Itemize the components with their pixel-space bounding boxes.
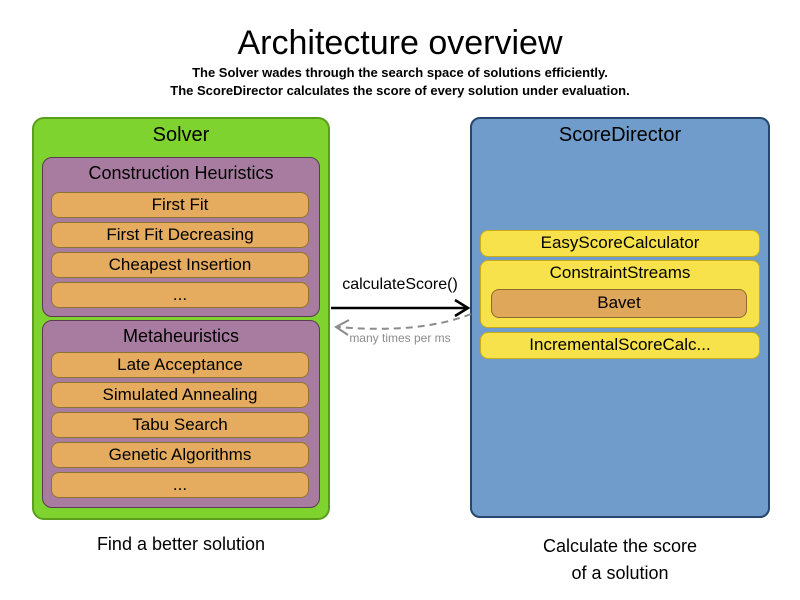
- easy-score-calculator-box: EasyScoreCalculator: [480, 230, 760, 257]
- constraint-streams-box: ConstraintStreams Bavet: [480, 260, 760, 328]
- metaheuristics-title: Metaheuristics: [122, 326, 240, 346]
- metaheuristics-group: Metaheuristics Late Acceptance Simulated…: [42, 320, 320, 508]
- score-director-caption-line1: Calculate the score: [542, 536, 698, 556]
- score-director-caption: Calculate the score of a solution: [470, 533, 770, 587]
- arrows-graphic: [331, 298, 472, 336]
- heuristic-item: First Fit: [51, 192, 309, 218]
- metaheuristic-item: Simulated Annealing: [51, 382, 309, 408]
- page-subtitle: The Solver wades through the search spac…: [0, 64, 800, 100]
- solver-title: Solver: [152, 124, 210, 146]
- bavet-box: Bavet: [491, 289, 747, 318]
- many-times-label: many times per ms: [349, 331, 451, 345]
- score-director-caption-line2: of a solution: [571, 563, 669, 583]
- heuristic-item-more: ...: [51, 282, 309, 308]
- metaheuristic-item: Tabu Search: [51, 412, 309, 438]
- heuristic-item: Cheapest Insertion: [51, 252, 309, 278]
- construction-heuristics-group: Construction Heuristics First Fit First …: [42, 157, 320, 317]
- metaheuristic-item-more: ...: [51, 472, 309, 498]
- calculate-score-arrow: [331, 298, 471, 318]
- calculate-score-label: calculateScore(): [342, 276, 458, 293]
- return-dashed-arrow: [334, 313, 472, 336]
- score-director-title: ScoreDirector: [558, 124, 682, 146]
- solver-caption: Find a better solution: [96, 534, 266, 554]
- subtitle-line-2: The ScoreDirector calculates the score o…: [170, 83, 630, 98]
- metaheuristic-item: Late Acceptance: [51, 352, 309, 378]
- heuristic-item: First Fit Decreasing: [51, 222, 309, 248]
- subtitle-line-1: The Solver wades through the search spac…: [192, 65, 608, 80]
- score-director-box: ScoreDirector EasyScoreCalculator Constr…: [470, 117, 770, 518]
- incremental-score-calculator-box: IncrementalScoreCalc...: [480, 332, 760, 359]
- solver-box: Solver Construction Heuristics First Fit…: [32, 117, 330, 520]
- metaheuristic-item: Genetic Algorithms: [51, 442, 309, 468]
- constraint-streams-title: ConstraintStreams: [549, 263, 691, 282]
- page-title: Architecture overview: [237, 24, 563, 62]
- construction-heuristics-title: Construction Heuristics: [88, 163, 274, 183]
